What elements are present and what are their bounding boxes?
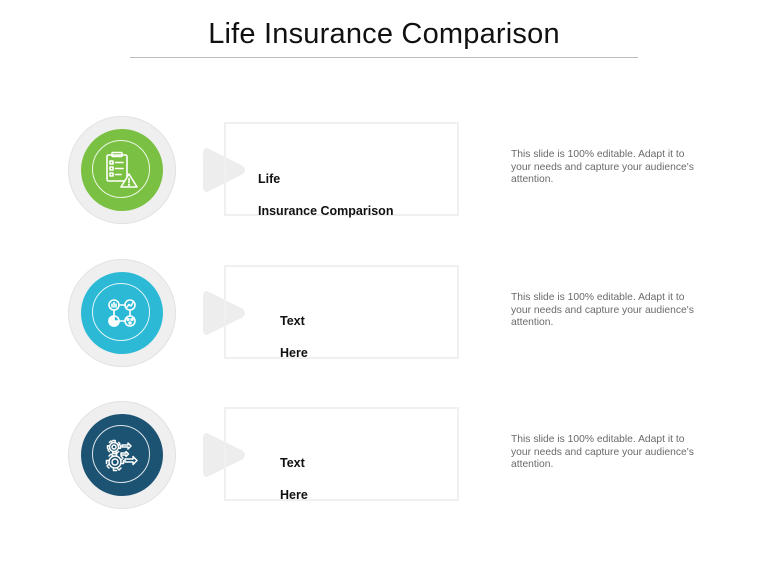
icon-circle-outer — [68, 259, 176, 367]
item-label-line-1: Text — [280, 314, 305, 328]
item-label: Text Here — [280, 297, 308, 377]
icon-circle-navy — [81, 414, 163, 496]
icon-circle-green — [81, 129, 163, 211]
gears-process-icon — [105, 439, 138, 472]
item-row-2: Text Here This slide is 100% editable. A… — [0, 253, 768, 367]
item-description: This slide is 100% editable. Adapt it to… — [511, 434, 694, 470]
icon-circle-outer — [68, 116, 176, 224]
label-box — [224, 265, 459, 359]
item-row-3: Text Here This slide is 100% editable. A… — [0, 395, 768, 509]
label-box — [224, 407, 459, 501]
analytics-network-icon — [108, 299, 136, 327]
icon-inner-ring — [92, 425, 150, 483]
item-label-line-2: Here — [280, 488, 308, 502]
item-label: Text Here — [280, 439, 308, 519]
slide-title: Life Insurance Comparison — [208, 18, 560, 50]
item-label-line-1: Text — [280, 456, 305, 470]
item-row-1: Life Insurance Comparison This slide is … — [0, 110, 768, 224]
item-label-line-2: Insurance Comparison — [258, 204, 394, 218]
title-underline — [130, 57, 638, 58]
item-label-line-2: Here — [280, 346, 308, 360]
icon-inner-ring — [92, 140, 150, 198]
label-box — [224, 122, 459, 216]
icon-circle-cyan — [81, 272, 163, 354]
item-label: Life Insurance Comparison — [258, 155, 393, 235]
icon-inner-ring — [92, 283, 150, 341]
item-description: This slide is 100% editable. Adapt it to… — [511, 149, 694, 185]
item-label-line-1: Life — [258, 172, 281, 186]
icon-circle-outer — [68, 401, 176, 509]
item-description: This slide is 100% editable. Adapt it to… — [511, 292, 694, 328]
clipboard-warning-icon — [106, 151, 138, 188]
